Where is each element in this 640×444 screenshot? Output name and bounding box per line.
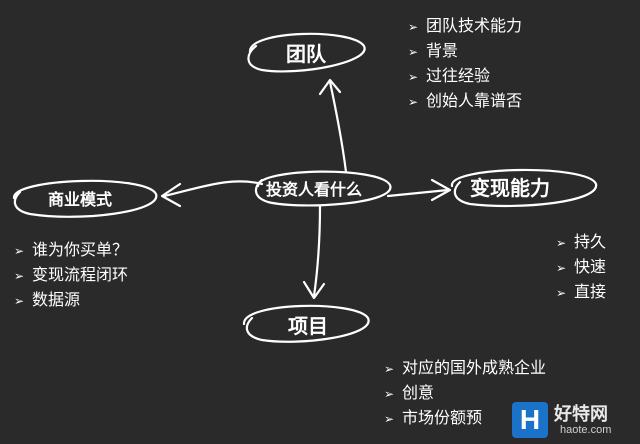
monetization-ellipse — [450, 168, 598, 208]
team-item-list: ➢团队技术能力 ➢背景 ➢过往经验 ➢创始人靠谱否 — [408, 14, 522, 114]
business-model-ellipse — [12, 179, 158, 218]
list-item: ➢直接 — [556, 280, 606, 305]
watermark-url: haote.com — [560, 424, 612, 436]
center-ellipse — [254, 170, 392, 207]
list-item: ➢创意 — [384, 381, 546, 406]
business-model-item-list: ➢谁为你买单？ ➢变现流程闭环 ➢数据源 — [14, 238, 128, 313]
list-item: ➢创始人靠谱否 — [408, 89, 522, 114]
arrow-bullet-icon: ➢ — [556, 261, 567, 275]
arrow-to-business-model-head — [160, 182, 182, 208]
list-item: ➢变现流程闭环 — [14, 263, 128, 288]
list-item: ➢市场份额预 — [384, 406, 546, 431]
arrow-bullet-icon: ➢ — [384, 387, 395, 401]
arrow-to-monetization-head — [430, 178, 452, 202]
arrow-to-business-model — [162, 180, 264, 198]
list-item: ➢背景 — [408, 39, 522, 64]
project-node-label: 项目 — [288, 314, 328, 338]
list-item: ➢谁为你买单？ — [14, 238, 128, 263]
arrow-bullet-icon: ➢ — [556, 236, 567, 250]
arrow-bullet-icon: ➢ — [408, 20, 419, 34]
watermark-logo: H 好特网 haote.com — [508, 400, 636, 440]
list-item: ➢数据源 — [14, 288, 128, 313]
project-item-list: ➢对应的国外成熟企业 ➢创意 ➢市场份额预 — [384, 356, 546, 431]
list-item: ➢快速 — [556, 255, 606, 280]
arrow-to-monetization — [386, 188, 450, 198]
arrow-bullet-icon: ➢ — [14, 269, 25, 283]
project-ellipse — [242, 304, 370, 343]
watermark-name: 好特网 — [554, 404, 608, 425]
monetization-item-list: ➢持久 ➢快速 ➢直接 — [556, 230, 606, 305]
arrow-bullet-icon: ➢ — [14, 244, 25, 258]
list-item: ➢对应的国外成熟企业 — [384, 356, 546, 381]
list-item: ➢团队技术能力 — [408, 14, 522, 39]
arrow-to-project — [312, 204, 322, 298]
arrow-bullet-icon: ➢ — [556, 286, 567, 300]
arrow-bullet-icon: ➢ — [14, 294, 25, 308]
arrow-bullet-icon: ➢ — [408, 95, 419, 109]
list-item: ➢持久 — [556, 230, 606, 255]
arrow-to-team-head — [318, 78, 342, 96]
arrow-to-team — [328, 80, 348, 174]
arrow-bullet-icon: ➢ — [384, 362, 395, 376]
arrow-bullet-icon: ➢ — [384, 412, 395, 426]
watermark-badge-icon: H — [512, 402, 548, 438]
monetization-node-label: 变现能力 — [470, 176, 550, 200]
team-node-label: 团队 — [286, 42, 326, 66]
arrow-bullet-icon: ➢ — [408, 70, 419, 84]
business-model-node-label: 商业模式 — [48, 190, 113, 209]
list-item: ➢过往经验 — [408, 64, 522, 89]
arrow-to-project-head — [302, 280, 326, 300]
arrow-bullet-icon: ➢ — [408, 45, 419, 59]
center-node-label: 投资人看什么 — [266, 180, 363, 199]
team-ellipse — [247, 32, 366, 73]
